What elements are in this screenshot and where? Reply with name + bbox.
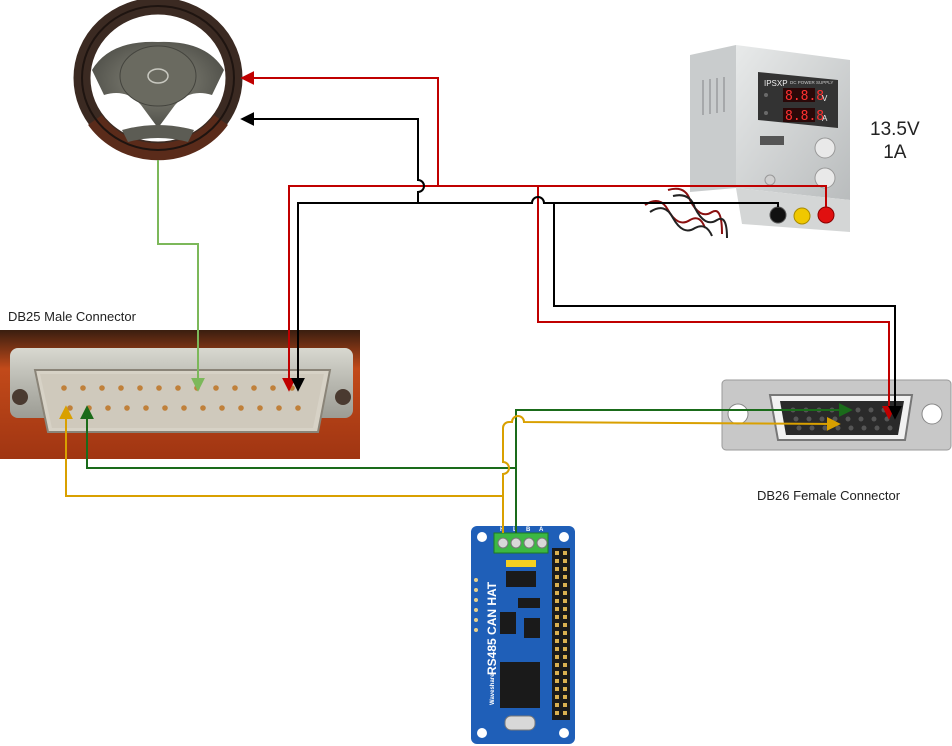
terminal-block	[493, 532, 549, 554]
gpio-pins	[555, 551, 567, 715]
wire-red-to-db26	[537, 186, 896, 420]
terminal-label-b: B	[526, 527, 531, 533]
hat-title: RS485 CAN HAT	[485, 581, 499, 675]
chips	[500, 598, 540, 731]
psu-unit-a: A	[822, 114, 828, 123]
wire-yellow-hat-to-db25	[59, 405, 503, 497]
hat-edge-holes	[474, 578, 478, 632]
wire-black-to-db25	[291, 202, 418, 392]
wire-yellow-hat-to-db26	[502, 415, 841, 533]
gpio-header	[552, 548, 570, 720]
current-label: 1A	[883, 142, 907, 163]
wire-green-hat-to-db25	[80, 405, 516, 469]
terminal-label-a: A	[539, 527, 544, 533]
wire-red-to-db25	[282, 185, 438, 392]
jumpers	[506, 560, 536, 587]
db26-female-connector	[721, 379, 952, 451]
power-rating: 13.5V 1A	[870, 118, 920, 164]
wire-wheel-to-db25	[157, 160, 205, 392]
steering-wheel	[73, 0, 243, 161]
psu-current-display: 8.8.8	[785, 109, 824, 124]
psu-brand: IPSXP	[764, 79, 788, 88]
hat-maker: Waveshare	[490, 673, 496, 705]
wire-black-to-db26	[553, 203, 902, 420]
db26-label: DB26 Female Connector	[757, 488, 901, 503]
db25-male-connector	[0, 330, 360, 459]
psu-vent	[702, 77, 725, 115]
rs485-can-hat: H L B A RS485 CAN HAT Waveshare	[471, 526, 575, 744]
test-leads-icon	[644, 187, 728, 239]
wire-green-hat-to-db26	[515, 403, 853, 533]
voltage-label: 13.5V	[870, 119, 920, 140]
psu-unit-v: V	[822, 94, 828, 103]
db25-label: DB25 Male Connector	[8, 309, 136, 324]
psu-voltage-display: 8.8.8	[785, 89, 824, 104]
psu-model: DC POWER SUPPLY	[790, 80, 833, 85]
power-supply: IPSXP DC POWER SUPPLY 8.8.8 V 8.8.8 A	[644, 45, 850, 239]
